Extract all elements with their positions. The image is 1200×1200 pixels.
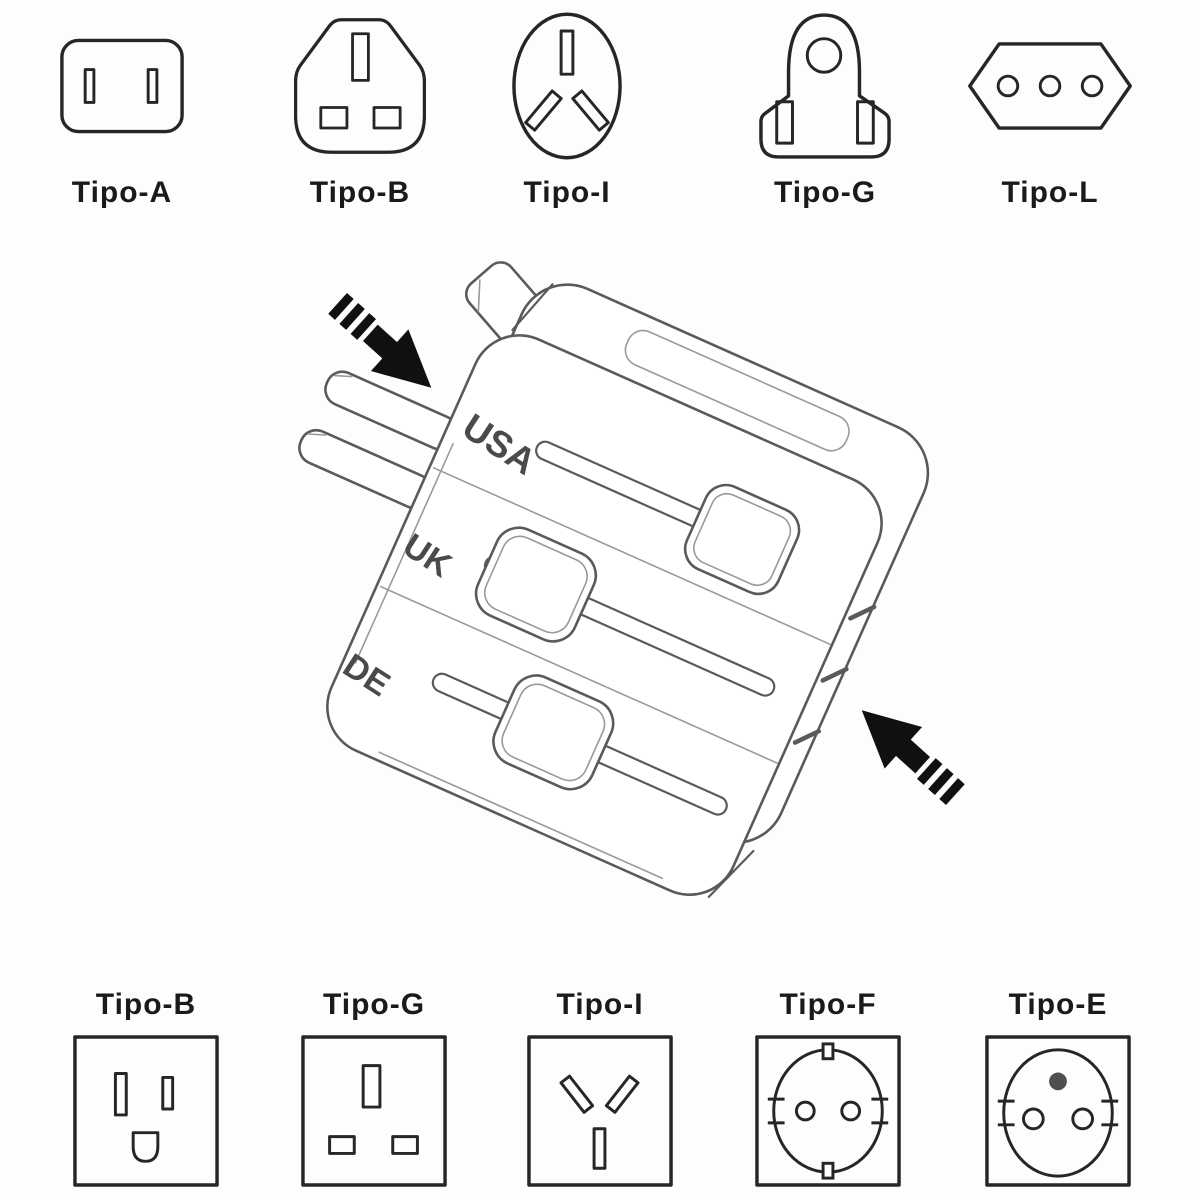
type-l-plug-icon	[968, 42, 1132, 130]
plug-tile-type-l: Tipo-L	[930, 6, 1170, 210]
tile-label: Tipo-A	[71, 176, 173, 209]
adapter-slider-de[interactable]	[415, 636, 746, 852]
socket-tile-type-b: Tipo-B	[26, 988, 266, 1188]
plug-tile-type-i: Tipo-I	[447, 6, 687, 210]
type-f-socket-icon	[755, 1035, 901, 1187]
socket-tile-type-i: Tipo-I	[480, 988, 720, 1188]
tile-label: Tipo-E	[1008, 988, 1108, 1021]
plug-icon-box	[511, 6, 623, 166]
plug-tile-type-b: Tipo-B	[240, 6, 480, 210]
tile-label: Tipo-G	[773, 176, 877, 209]
plug-types-row: Tipo-A Tipo-B Ti	[0, 6, 1200, 210]
tile-label: Tipo-I	[523, 176, 611, 209]
adapter-side-slider-ridges	[792, 604, 877, 745]
adapter-slider-usa[interactable]	[518, 407, 806, 601]
plug-icon-box	[59, 6, 185, 166]
tile-label: Tipo-G	[322, 988, 426, 1021]
socket-types-row: Tipo-B Tipo-G Tipo-I	[0, 988, 1200, 1188]
adapter-body: USA UK DE	[298, 283, 930, 898]
plug-tile-type-a: Tipo-A	[2, 6, 242, 210]
plug-icon-box	[294, 6, 426, 166]
tile-label: Tipo-F	[779, 988, 877, 1021]
socket-tile-type-g: Tipo-G	[254, 988, 494, 1188]
plug-tile-type-g: Tipo-G	[705, 6, 945, 210]
type-i-plug-icon	[512, 12, 622, 160]
type-b-socket-icon	[73, 1035, 219, 1187]
ground-pin-dot	[1049, 1072, 1067, 1091]
adapter-slider-uk[interactable]	[467, 519, 793, 733]
tile-label: Tipo-B	[95, 988, 197, 1021]
adapter-front-face	[326, 334, 883, 896]
type-e-socket-icon	[985, 1035, 1131, 1187]
type-i-socket-icon	[527, 1035, 673, 1187]
socket-tile-type-f: Tipo-F	[708, 988, 948, 1188]
type-g-plug-icon	[759, 13, 891, 159]
type-g-socket-icon	[301, 1035, 447, 1187]
slide-direction-arrow-bottom	[861, 710, 965, 805]
plug-icon-box	[966, 6, 1134, 166]
slide-direction-arrow-top	[328, 293, 432, 388]
adapter-top-recess	[624, 329, 850, 452]
tile-label: Tipo-I	[556, 988, 644, 1021]
tile-label: Tipo-B	[309, 176, 411, 209]
type-a-plug-icon	[60, 38, 184, 134]
plug-icon-box	[758, 6, 892, 166]
tile-label: Tipo-L	[1001, 176, 1099, 209]
type-b-plug-icon	[294, 18, 426, 154]
socket-tile-type-e: Tipo-E	[938, 988, 1178, 1188]
